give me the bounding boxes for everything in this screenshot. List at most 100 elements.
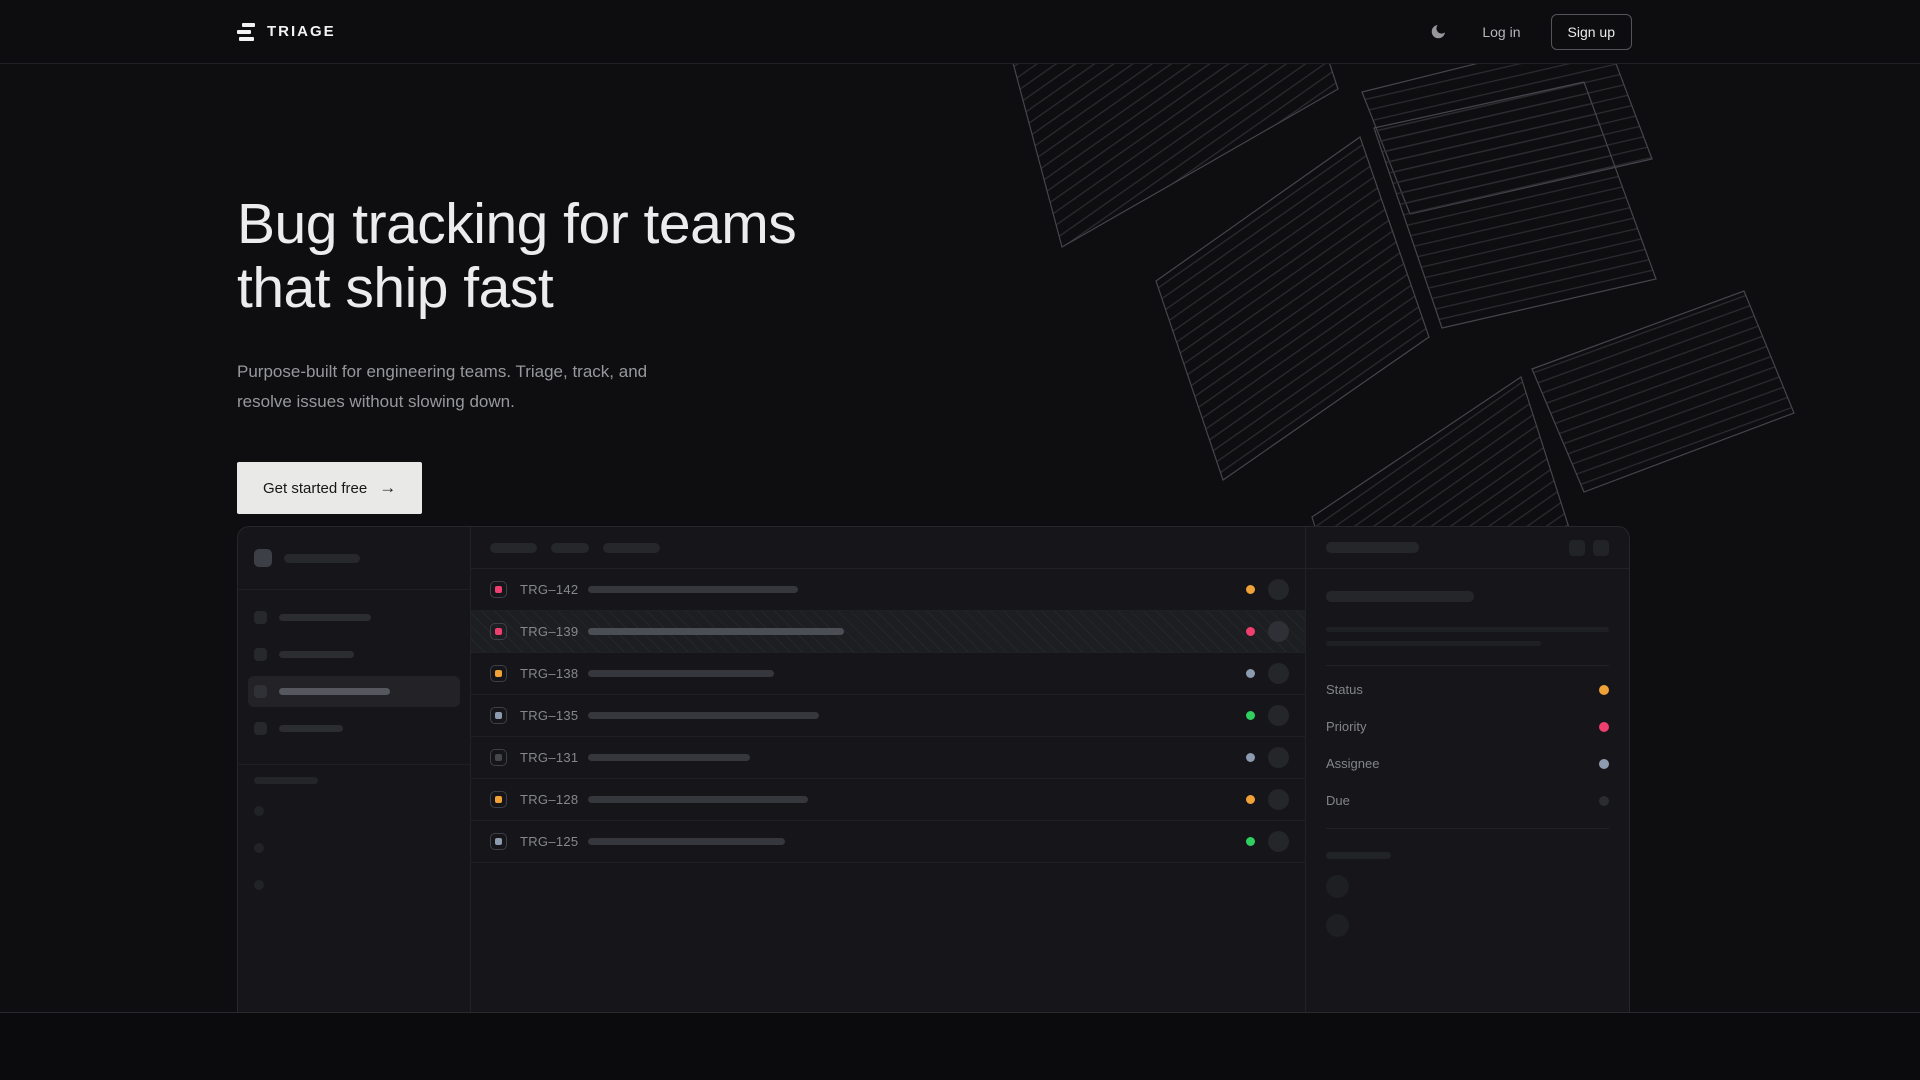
placeholder-avatar <box>1326 914 1349 937</box>
issue-id: TRG–125 <box>520 834 579 849</box>
detail-field-dot <box>1599 795 1609 806</box>
hero-subtitle-line2: resolve issues without slowing down. <box>237 392 515 411</box>
get-started-button[interactable]: Get started free → <box>237 462 423 514</box>
placeholder-bar <box>1326 852 1391 859</box>
signup-button[interactable]: Sign up <box>1550 13 1632 50</box>
issue-type-dot <box>495 628 502 635</box>
issue-type-icon <box>490 707 507 724</box>
issue-title-placeholder <box>588 628 844 635</box>
mockup-issue-row: TRG–128 <box>471 779 1305 821</box>
issue-id: TRG–142 <box>520 582 579 597</box>
issue-avatar <box>1268 831 1289 852</box>
issue-type-icon <box>490 791 507 808</box>
placeholder-bar <box>603 542 660 553</box>
mockup-sidebar <box>238 527 471 1013</box>
placeholder-bar <box>279 614 371 621</box>
top-navbar: TRIAGE Log in Sign up <box>0 0 1920 64</box>
get-started-label: Get started free <box>263 479 368 497</box>
issue-status-dot <box>1246 585 1255 594</box>
mockup-sidebar-footer <box>238 765 470 929</box>
issue-status-dot <box>1246 627 1255 636</box>
placeholder-line <box>1326 627 1609 632</box>
brand: TRIAGE <box>237 22 336 41</box>
divider <box>1326 665 1609 666</box>
issue-title-placeholder <box>588 838 785 845</box>
placeholder-icon <box>254 722 267 735</box>
triage-logo-icon <box>237 22 255 41</box>
hero-section: Bug tracking for teams that ship fast Pu… <box>0 64 1920 1013</box>
mockup-detail-header-buttons <box>1569 539 1609 556</box>
arrow-right-icon: → <box>379 478 397 497</box>
detail-field-dot <box>1599 721 1609 732</box>
theme-toggle-button[interactable] <box>1425 18 1452 45</box>
placeholder-icon <box>1569 539 1585 556</box>
mockup-issue-row: TRG–131 <box>471 737 1305 779</box>
issue-type-icon <box>490 665 507 682</box>
mockup-issue-row: TRG–125 <box>471 821 1305 863</box>
issue-type-icon <box>490 833 507 850</box>
issue-type-dot <box>495 586 502 593</box>
page-title-line2: that ship fast <box>237 256 554 320</box>
mockup-issue-row: TRG–135 <box>471 695 1305 737</box>
moon-icon <box>1432 25 1446 39</box>
issue-status-dot <box>1246 711 1255 720</box>
app-mockup-card: TRG–142 TRG–139 TRG–138 TRG–135 TRG–131 <box>237 526 1630 1013</box>
login-link[interactable]: Log in <box>1482 23 1521 40</box>
issue-id: TRG–139 <box>520 624 579 639</box>
placeholder-bar <box>284 553 360 563</box>
placeholder-dot <box>254 806 264 816</box>
issue-type-dot <box>495 754 502 761</box>
placeholder-icon <box>254 685 267 698</box>
mockup-sidebar-nav <box>238 590 470 765</box>
issue-rows: TRG–142 TRG–139 TRG–138 TRG–135 TRG–131 <box>471 569 1305 863</box>
placeholder-bar <box>279 651 354 658</box>
detail-field-row: Status <box>1326 671 1609 708</box>
placeholder-icon <box>1593 539 1609 556</box>
mockup-issue-list: TRG–142 TRG–139 TRG–138 TRG–135 TRG–131 <box>471 527 1306 1013</box>
page-title-line1: Bug tracking for teams <box>237 192 797 256</box>
hero-subtitle-line1: Purpose-built for engineering teams. Tri… <box>237 362 648 381</box>
mockup-nav-item <box>248 602 460 633</box>
detail-field-label: Status <box>1326 682 1363 697</box>
issue-status-dot <box>1246 837 1255 846</box>
hero-subtitle: Purpose-built for engineering teams. Tri… <box>237 357 647 417</box>
detail-field-row: Assignee <box>1326 745 1609 782</box>
mockup-issue-row: TRG–142 <box>471 569 1305 611</box>
issue-avatar <box>1268 663 1289 684</box>
issue-avatar <box>1268 789 1289 810</box>
issue-type-dot <box>495 670 502 677</box>
issue-type-icon <box>490 749 507 766</box>
issue-type-dot <box>495 838 502 845</box>
issue-type-icon <box>490 623 507 640</box>
mockup-issue-row: TRG–138 <box>471 653 1305 695</box>
detail-field-row: Due <box>1326 782 1609 819</box>
issue-type-dot <box>495 712 502 719</box>
issue-id: TRG–138 <box>520 666 579 681</box>
issue-avatar <box>1268 747 1289 768</box>
issue-title-placeholder <box>588 712 819 719</box>
placeholder-icon <box>254 648 267 661</box>
placeholder-bar <box>490 542 537 553</box>
issue-avatar <box>1268 705 1289 726</box>
placeholder-dot <box>254 843 264 853</box>
placeholder-bar <box>279 725 343 732</box>
placeholder-bar <box>1326 542 1419 553</box>
issue-id: TRG–128 <box>520 792 579 807</box>
placeholder-bar <box>254 777 318 784</box>
mockup-logo-placeholder <box>254 549 272 567</box>
issue-avatar <box>1268 579 1289 600</box>
detail-field-dot <box>1599 684 1609 695</box>
issue-title-placeholder <box>588 586 798 593</box>
issue-id: TRG–135 <box>520 708 579 723</box>
mockup-issue-row: TRG–139 <box>471 611 1305 653</box>
page-title: Bug tracking for teams that ship fast <box>237 192 797 320</box>
placeholder-line <box>1326 641 1541 646</box>
mockup-list-toolbar <box>471 527 1305 569</box>
mockup-nav-item <box>248 639 460 670</box>
detail-fields: Status Priority Assignee Due <box>1326 671 1609 819</box>
detail-field-row: Priority <box>1326 708 1609 745</box>
issue-title-placeholder <box>588 754 750 761</box>
issue-title-placeholder <box>588 670 774 677</box>
issue-id: TRG–131 <box>520 750 579 765</box>
issue-avatar <box>1268 621 1289 642</box>
